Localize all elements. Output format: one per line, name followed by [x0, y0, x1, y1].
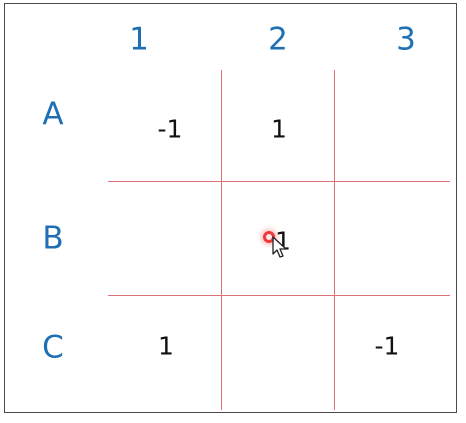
row-header-b: B: [42, 220, 64, 257]
row-header-a: A: [42, 96, 64, 133]
grid-line-horizontal-1: [108, 181, 450, 182]
cell-c1[interactable]: 1: [158, 331, 174, 361]
click-highlight-icon: [263, 231, 275, 243]
mouse-pointer-icon: [272, 236, 287, 258]
cell-c3[interactable]: -1: [374, 331, 400, 361]
grid-line-horizontal-2: [108, 295, 450, 296]
column-header-2: 2: [268, 21, 288, 58]
column-header-3: 3: [396, 21, 416, 58]
cell-a1[interactable]: -1: [157, 114, 183, 144]
row-header-c: C: [42, 329, 64, 366]
board-frame: [4, 3, 457, 413]
grid-line-vertical-2: [334, 70, 335, 410]
column-header-1: 1: [129, 21, 149, 58]
cell-a2[interactable]: 1: [271, 114, 287, 144]
grid-line-vertical-1: [221, 70, 222, 410]
